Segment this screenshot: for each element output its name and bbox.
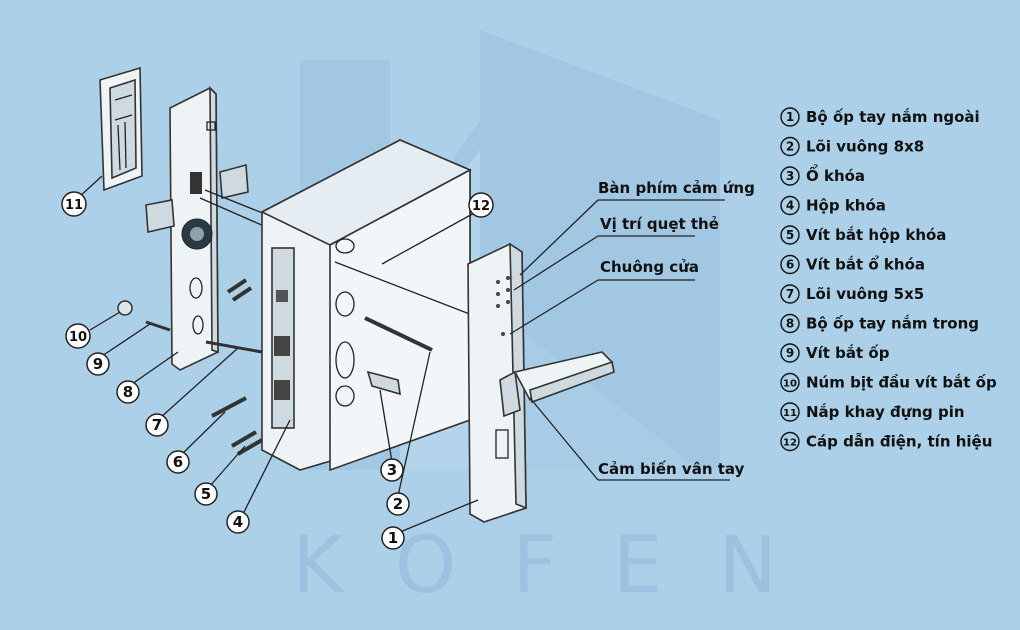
callout-keypad: Bàn phím cảm ứng: [598, 179, 755, 197]
svg-text:1: 1: [388, 529, 398, 547]
legend-label: Cáp dẫn điện, tín hiệu: [806, 433, 992, 451]
legend-label: Bộ ốp tay nắm ngoài: [806, 107, 980, 126]
outer-handle-part: [467, 242, 615, 523]
legend-number-circle: [780, 225, 800, 245]
legend-item: 10 Núm bịt đầu vít bắt ốp: [780, 372, 997, 393]
legend-number: 9: [786, 346, 794, 360]
marker-7: 7: [145, 413, 169, 437]
marker-12: 12: [468, 192, 494, 218]
svg-text:4: 4: [233, 513, 243, 531]
legend-number: 6: [786, 258, 794, 272]
part-markers: 1 2 3 4 5 6 7 8 9 10 11 12: [61, 191, 494, 550]
legend-number-circle: [780, 431, 800, 452]
inner-handle-plate-part: [145, 86, 331, 371]
svg-text:5: 5: [201, 485, 211, 503]
legend-item: 8 Bộ ốp tay nắm trong: [780, 313, 979, 334]
svg-text:3: 3: [387, 461, 397, 479]
svg-text:8: 8: [123, 383, 133, 401]
legend-number-circle: [780, 136, 800, 157]
legend-number-circle: [780, 195, 800, 216]
legend-number: 1: [786, 110, 794, 124]
battery-cover-part: [99, 66, 143, 192]
callout-lines: [509, 199, 730, 481]
legend-number: 3: [786, 169, 794, 183]
legend-label: Nắp khay đựng pin: [806, 402, 965, 421]
callout-card: Vị trí quẹt thẻ: [600, 215, 719, 233]
legend-item: 7 Lõi vuông 5x5: [780, 284, 924, 304]
legend-label: Vít bắt ổ khóa: [806, 255, 925, 274]
legend-number-circle: [780, 402, 800, 422]
legend-number: 4: [786, 199, 794, 213]
legend-label: Hộp khóa: [806, 197, 886, 215]
marker-2: 2: [386, 492, 410, 516]
marker-11: 11: [61, 191, 87, 217]
legend-number: 8: [786, 317, 794, 331]
legend-item: 6 Vít bắt ổ khóa: [780, 254, 925, 275]
legend-item: 12 Cáp dẫn điện, tín hiệu: [780, 431, 992, 452]
lock-body-part: [260, 139, 481, 472]
svg-text:6: 6: [173, 453, 183, 471]
legend-number: 10: [783, 379, 797, 390]
marker-8: 8: [116, 380, 140, 404]
legend-item: 2 Lõi vuông 8x8: [780, 136, 924, 157]
legend-number-circle: [780, 343, 800, 363]
marker-3: 3: [380, 458, 404, 482]
svg-text:2: 2: [393, 495, 403, 513]
svg-text:12: 12: [472, 199, 490, 214]
legend-number: 7: [786, 287, 794, 301]
legend-number-circle: [780, 313, 800, 334]
legend: 1 Bộ ốp tay nắm ngoài 2 Lõi vuông 8x8 3 Ổ khó…: [780, 107, 997, 452]
svg-text:11: 11: [65, 198, 83, 213]
callout-doorbell: Chuông cửa: [600, 258, 699, 276]
legend-label: Vít bắt hộp khóa: [806, 225, 946, 244]
legend-label: Lõi vuông 8x8: [806, 138, 924, 156]
legend-number-circle: [780, 254, 800, 275]
legend-number: 2: [786, 140, 794, 154]
legend-number-circle: [780, 107, 800, 127]
legend-item: 4 Hộp khóa: [780, 195, 886, 216]
legend-item: 5 Vít bắt hộp khóa: [780, 225, 946, 245]
screws-group: [117, 278, 264, 456]
legend-label: Lõi vuông 5x5: [806, 285, 924, 303]
marker-6: 6: [166, 450, 190, 474]
watermark-text: KOFEN: [292, 521, 833, 611]
legend-item: 11 Nắp khay đựng pin: [780, 402, 965, 422]
marker-1: 1: [381, 526, 405, 550]
callout-fingerprint: Cảm biến vân tay: [598, 459, 745, 478]
legend-label: Núm bịt đầu vít bắt ốp: [806, 373, 997, 392]
legend-label: Ổ khóa: [806, 163, 865, 185]
marker-4: 4: [226, 510, 250, 534]
marker-5: 5: [194, 482, 218, 506]
svg-text:10: 10: [69, 330, 87, 345]
svg-text:9: 9: [93, 355, 103, 373]
legend-label: Vít bắt ốp: [806, 343, 890, 362]
marker-9: 9: [86, 352, 110, 376]
legend-item: 1 Bộ ốp tay nắm ngoài: [780, 107, 980, 127]
legend-number-circle: [780, 166, 800, 186]
legend-item: 9 Vít bắt ốp: [780, 343, 890, 363]
svg-text:7: 7: [152, 416, 162, 434]
legend-label: Bộ ốp tay nắm trong: [806, 314, 979, 333]
legend-number: 11: [783, 408, 797, 419]
legend-number: 5: [786, 228, 794, 242]
legend-item: 3 Ổ khóa: [780, 163, 865, 186]
legend-number-circle: [780, 284, 800, 304]
legend-number-circle: [780, 372, 800, 393]
legend-number: 12: [783, 438, 797, 449]
marker-10: 10: [65, 323, 91, 349]
